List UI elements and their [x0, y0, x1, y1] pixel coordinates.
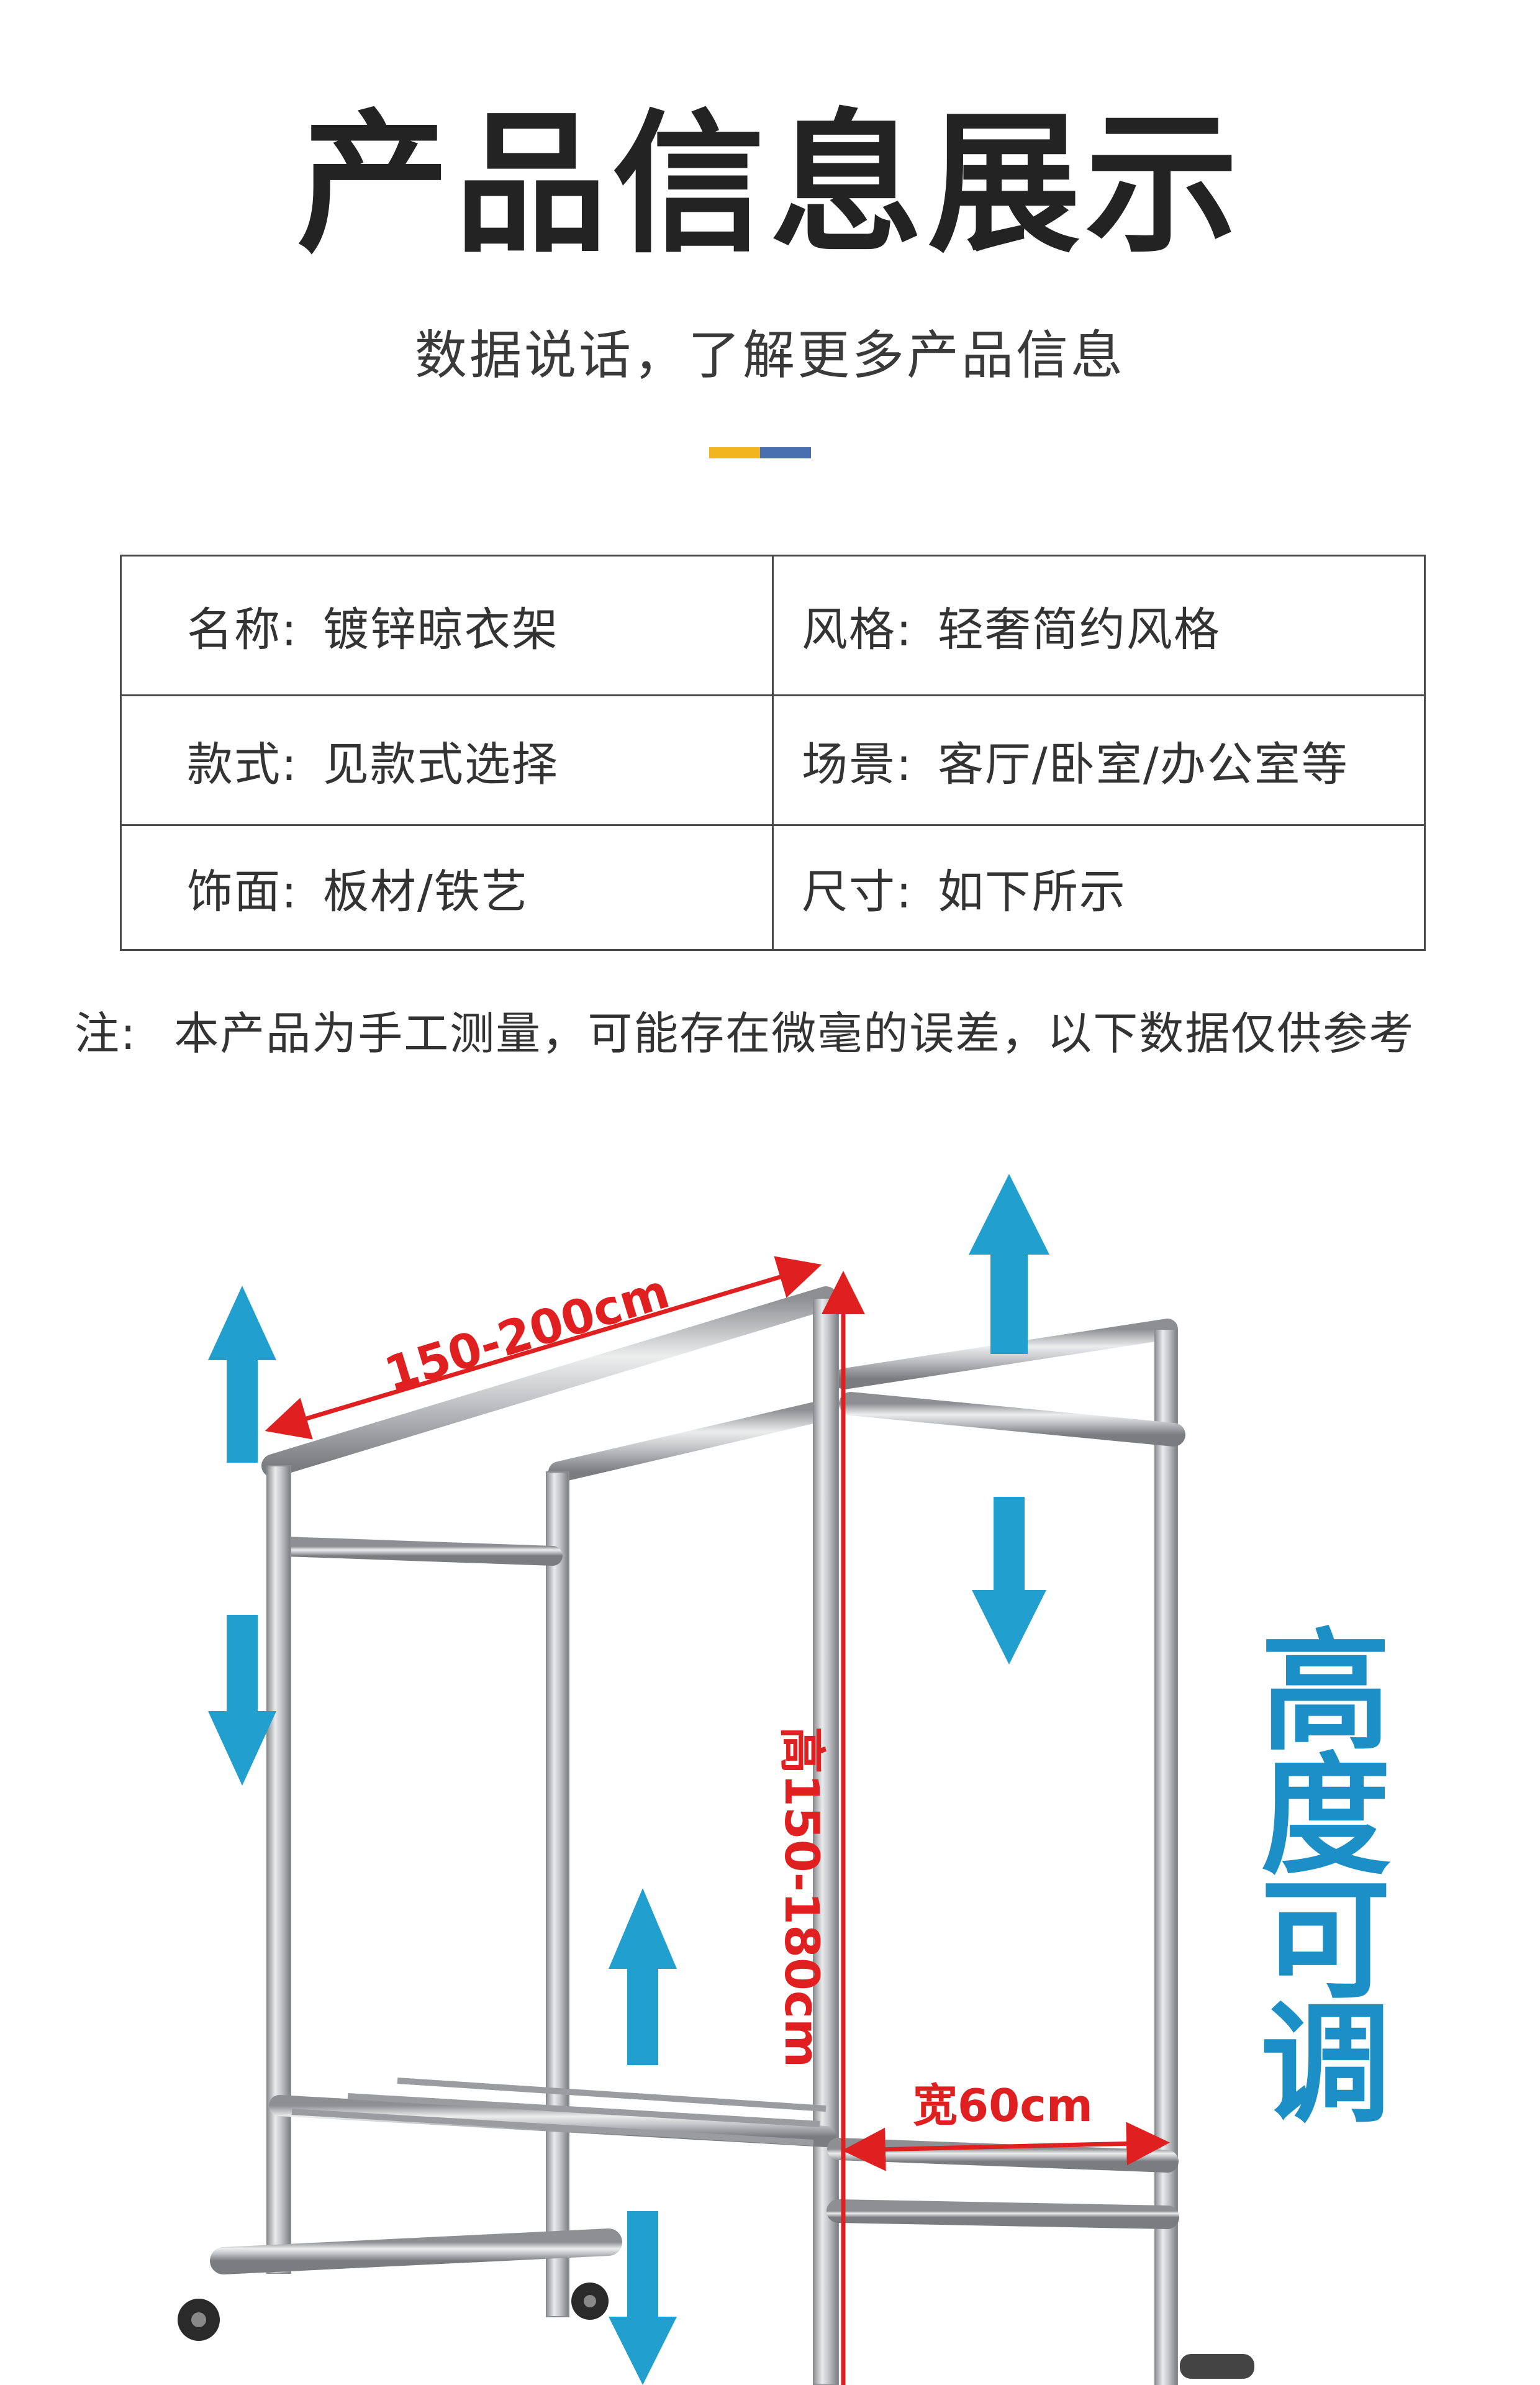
height-dimension-label: 高150-180cm [774, 1727, 830, 2068]
arrow-up-icon [969, 1174, 1049, 1354]
table-cell: 尺寸: 如下所示 [772, 824, 1426, 951]
info-table: 名称: 镀锌晾衣架 风格: 轻奢简约风格 款式: 见款式选择 场景: 客厅/卧室/办公室… [120, 555, 1426, 951]
arrow-up-icon [609, 1888, 677, 2065]
side-char: 高 [1261, 1616, 1392, 1768]
table-cell: 名称: 镀锌晾衣架 [120, 555, 774, 696]
table-cell: 场景: 客厅/卧室/办公室等 [772, 694, 1426, 826]
cell-label: 款式: [187, 737, 298, 791]
cell-value: 客厅/卧室/办公室等 [937, 737, 1349, 791]
rack-shelf [291, 2078, 827, 2146]
page-title: 产品信息展示 [296, 96, 1243, 274]
cell-label: 风格: [802, 602, 913, 656]
clothes-rack-illustration: 150-200cm 高150-180cm 宽60cm [178, 1174, 1254, 2385]
side-char: 可 [1261, 1865, 1392, 2017]
height-adjustable-text: 高 度 可 调 [1261, 1616, 1392, 2141]
cell-value: 板材/铁艺 [322, 865, 528, 919]
caster-wheel [178, 2283, 1254, 2379]
arrow-down-icon [609, 2211, 677, 2385]
table-cell: 饰面: 板材/铁艺 [120, 824, 774, 951]
divider-blue [760, 447, 811, 458]
table-row: 款式: 见款式选择 场景: 客厅/卧室/办公室等 [120, 694, 1426, 826]
dimension-lines [265, 1256, 1170, 2385]
cell-value: 见款式选择 [322, 737, 559, 791]
page-subtitle: 数据说话，了解更多产品信息 [414, 325, 1125, 386]
measurement-note: 注: 本产品为手工测量，可能存在微毫的误差，以下数据仅供参考 [75, 997, 1415, 1062]
cell-label: 尺寸: [802, 865, 913, 919]
note-label: 注: [75, 1007, 137, 1060]
depth-dimension-label: 宽60cm [913, 2079, 1093, 2132]
side-char: 度 [1261, 1740, 1392, 1892]
cell-label: 饰面: [187, 865, 298, 919]
table-cell: 风格: 轻奢简约风格 [772, 555, 1426, 696]
arrow-up-icon [208, 1286, 276, 1463]
cell-value: 轻奢简约风格 [937, 602, 1221, 656]
table-row: 名称: 镀锌晾衣架 风格: 轻奢简约风格 [120, 555, 1426, 696]
side-char: 调 [1261, 1989, 1392, 2141]
cell-value: 镀锌晾衣架 [322, 602, 559, 656]
cell-label: 场景: [802, 737, 913, 791]
note-text: 本产品为手工测量，可能存在微毫的误差，以下数据仅供参考 [174, 1007, 1415, 1060]
divider-yellow [709, 447, 760, 458]
arrow-down-icon [208, 1615, 276, 1786]
table-row: 饰面: 板材/铁艺 尺寸: 如下所示 [120, 824, 1426, 951]
cell-label: 名称: [187, 602, 298, 656]
cell-value: 如下所示 [937, 865, 1126, 919]
rack-back-frame [276, 1319, 1185, 2385]
arrow-down-icon [972, 1497, 1046, 1665]
table-cell: 款式: 见款式选择 [120, 694, 774, 826]
rack-front-frame [210, 1286, 1179, 2385]
